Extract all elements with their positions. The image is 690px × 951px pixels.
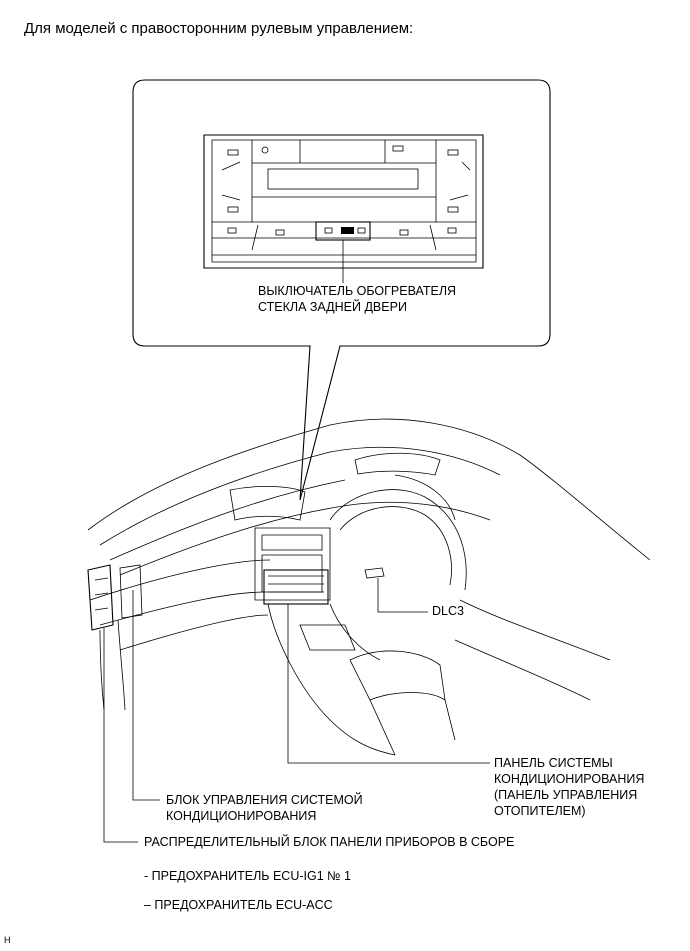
ac-ecu-label: БЛОК УПРАВЛЕНИЯ СИСТЕМОЙ КОНДИЦИОНИРОВАН… xyxy=(166,793,363,823)
ac-control-panel-label: ПАНЕЛЬ СИСТЕМЫ КОНДИЦИОНИРОВАНИЯ (ПАНЕЛЬ… xyxy=(494,756,645,818)
dlc3-label: DLC3 xyxy=(432,604,464,618)
control-panel-zoom xyxy=(203,134,484,269)
ac-panel-leader xyxy=(287,604,490,764)
fuse-ecu-acc-label: – ПРЕДОХРАНИТЕЛЬ ECU-ACC xyxy=(144,898,333,912)
dashboard-sketch xyxy=(87,418,651,756)
corner-mark: H xyxy=(4,935,11,945)
junction-block-leader xyxy=(103,628,138,843)
fuse-ecu-ig1-label: - ПРЕДОХРАНИТЕЛЬ ECU-IG1 № 1 xyxy=(144,869,351,883)
dlc3-leader xyxy=(377,608,428,613)
rear-defogger-switch-label: ВЫКЛЮЧАТЕЛЬ ОБОГРЕВАТЕЛЯ СТЕКЛА ЗАДНЕЙ Д… xyxy=(258,284,457,314)
callout-bubble xyxy=(132,79,551,501)
junction-block-label: РАСПРЕДЕЛИТЕЛЬНЫЙ БЛОК ПАНЕЛИ ПРИБОРОВ В… xyxy=(144,835,515,849)
page-heading: Для моделей с правосторонним рулевым упр… xyxy=(24,20,414,37)
ac-ecu-leader xyxy=(132,590,160,801)
